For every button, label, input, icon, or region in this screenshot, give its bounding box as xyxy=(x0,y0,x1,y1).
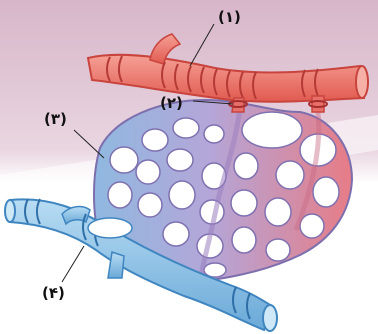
label-vein: (۴) xyxy=(42,284,65,302)
label-capillary-network: (۳) xyxy=(44,110,67,128)
label-artery: (۱) xyxy=(218,8,241,26)
label-arteriole-sphincter: (۲) xyxy=(160,94,183,112)
